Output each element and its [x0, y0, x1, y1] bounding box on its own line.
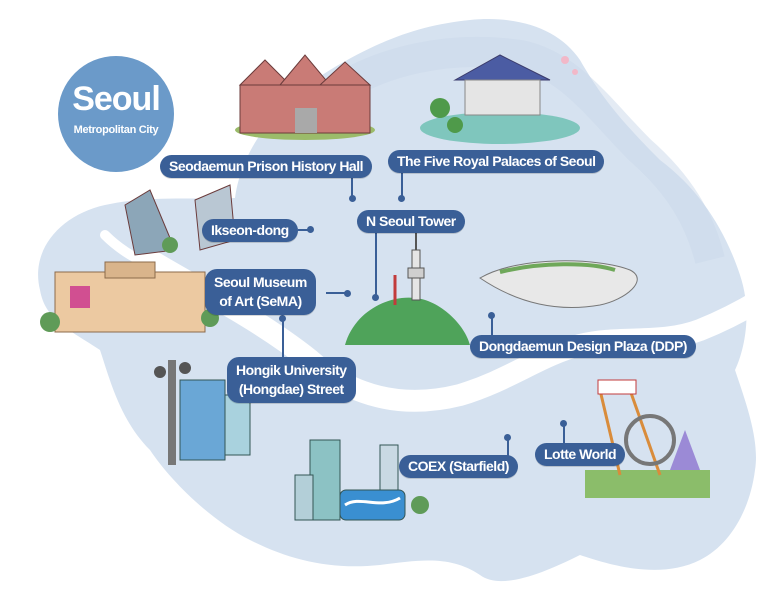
connector-dot	[372, 294, 379, 301]
connector-ddp	[491, 315, 493, 337]
sema-illustration	[40, 261, 219, 333]
connector-ikseon	[298, 229, 310, 231]
city-subtitle: Metropolitan City	[73, 124, 159, 136]
label-coex[interactable]: COEX (Starfield)	[399, 455, 518, 478]
label-sema-line1: Seoul Museum	[214, 274, 307, 290]
n-seoul-tower-illustration	[345, 230, 470, 345]
connector-dot	[349, 195, 356, 202]
connector-dot	[560, 420, 567, 427]
city-badge: Seoul Metropolitan City	[58, 56, 174, 172]
label-sema[interactable]: Seoul Museum of Art (SeMA)	[205, 269, 316, 315]
connector-dot	[307, 226, 314, 233]
connector-dot	[488, 312, 495, 319]
connector-dot	[344, 290, 351, 297]
label-ddp[interactable]: Dongdaemun Design Plaza (DDP)	[470, 335, 696, 358]
label-seodaemun-prison[interactable]: Seodaemun Prison History Hall	[160, 155, 372, 178]
seodaemun-illustration	[235, 54, 375, 140]
ddp-illustration	[479, 260, 638, 309]
lotte-world-illustration	[585, 379, 710, 498]
label-hongdae-line1: Hongik University	[236, 362, 347, 378]
connector-dot	[398, 195, 405, 202]
label-ikseon-dong[interactable]: Ikseon-dong	[202, 219, 298, 242]
connector-palaces	[401, 168, 403, 198]
palace-illustration	[420, 54, 580, 144]
connector-coex	[507, 437, 509, 457]
label-sema-line2: of Art (SeMA)	[219, 293, 302, 309]
connector-seodaemun	[351, 172, 353, 198]
coex-illustration	[294, 439, 429, 521]
label-five-royal-palaces[interactable]: The Five Royal Palaces of Seoul	[388, 150, 605, 173]
han-river	[139, 249, 764, 412]
connector-sema	[326, 292, 348, 294]
label-hongdae-line2: (Hongdae) Street	[238, 381, 344, 397]
connector-ntower	[375, 231, 377, 297]
connector-hongdae	[282, 318, 284, 358]
connector-lotte	[563, 423, 565, 443]
label-lotte-world[interactable]: Lotte World	[535, 443, 626, 466]
connector-dot	[279, 315, 286, 322]
connector-dot	[504, 434, 511, 441]
label-hongdae[interactable]: Hongik University (Hongdae) Street	[227, 357, 356, 403]
label-n-seoul-tower[interactable]: N Seoul Tower	[357, 210, 465, 233]
hongdae-illustration	[154, 360, 251, 465]
city-name: Seoul	[72, 80, 161, 118]
